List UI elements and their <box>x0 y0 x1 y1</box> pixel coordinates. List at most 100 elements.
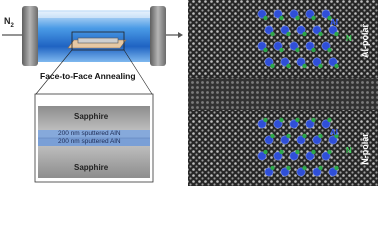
n-atom <box>311 149 316 155</box>
al-atom <box>321 151 331 161</box>
n-atom <box>334 63 339 69</box>
bottom-sapphire-layer <box>38 146 150 178</box>
n-atom <box>295 149 300 155</box>
n-atom <box>311 47 316 53</box>
n-atom <box>318 63 323 69</box>
n-atom <box>286 31 291 37</box>
al-atom <box>264 167 274 177</box>
al-atom <box>296 135 306 145</box>
n-atom <box>334 31 339 37</box>
n-atom <box>263 47 268 53</box>
al-polar-label: Al-polar <box>360 23 370 59</box>
n-atom <box>311 15 316 21</box>
al-atom <box>280 25 290 35</box>
furnace-tube <box>36 10 152 62</box>
al-atom <box>312 57 322 67</box>
al-atom <box>273 119 283 129</box>
al-atom <box>312 135 322 145</box>
top-n-atom-label: N <box>346 34 352 43</box>
left-flange <box>22 6 38 66</box>
n-atom <box>286 133 291 139</box>
al-atom <box>257 41 267 51</box>
al-atom <box>289 151 299 161</box>
al-atom <box>312 25 322 35</box>
al-atom <box>296 25 306 35</box>
n-atom <box>327 47 332 53</box>
al-atom <box>264 57 274 67</box>
n-atom <box>279 149 284 155</box>
al-atom <box>273 151 283 161</box>
n-polar-label-box: N-polar <box>358 118 372 180</box>
al-atom <box>312 167 322 177</box>
al-atom <box>321 119 331 129</box>
al-atom <box>305 151 315 161</box>
n-atom <box>334 165 339 171</box>
al-atom <box>289 119 299 129</box>
al-atom <box>289 41 299 51</box>
n-atom <box>302 63 307 69</box>
gas-label: N2 <box>4 16 14 29</box>
al-atom <box>289 9 299 19</box>
al-atom <box>280 135 290 145</box>
n-atom <box>279 117 284 123</box>
n-atom <box>270 63 275 69</box>
al-atom <box>280 57 290 67</box>
top-aln-label: 200 nm sputtered AlN <box>58 130 121 137</box>
al-atom <box>328 167 338 177</box>
al-atom <box>296 57 306 67</box>
top-al-atom-label: Al <box>330 18 338 27</box>
bottom-n-atom-label: N <box>346 146 352 155</box>
n-atom <box>318 31 323 37</box>
sample-stack <box>77 37 119 44</box>
bottom-aln-label: 200 nm sputtered AlN <box>58 138 121 145</box>
top-sapphire-layer <box>38 106 150 130</box>
n-atom <box>270 31 275 37</box>
al-atom <box>321 41 331 51</box>
al-atom <box>328 135 338 145</box>
right-flange <box>150 6 166 66</box>
n-atom <box>279 15 284 21</box>
n-atom <box>302 133 307 139</box>
al-atom <box>257 119 267 129</box>
n-atom <box>327 117 332 123</box>
al-atom <box>273 9 283 19</box>
n-atom <box>263 117 268 123</box>
n-polar-atom-overlay <box>257 117 339 177</box>
al-atom <box>280 167 290 177</box>
al-atom <box>257 9 267 19</box>
n-atom <box>286 63 291 69</box>
n-atom <box>295 117 300 123</box>
gas-outlet-arrowhead <box>178 32 183 38</box>
interface-region <box>188 78 378 110</box>
al-atom <box>257 151 267 161</box>
n-atom <box>270 133 275 139</box>
n-atom <box>318 133 323 139</box>
n-atom <box>263 149 268 155</box>
al-polar-atom-overlay <box>257 9 339 69</box>
al-atom <box>273 41 283 51</box>
al-atom <box>264 25 274 35</box>
n-atom <box>263 15 268 21</box>
al-atom <box>321 9 331 19</box>
al-atom <box>264 135 274 145</box>
figure-canvas <box>2 0 378 186</box>
figure: N2 Face-to-Face Annealing Sapphire 200 n… <box>2 0 378 186</box>
bottom-aln-layer <box>38 138 150 146</box>
top-sapphire-label: Sapphire <box>74 112 109 121</box>
process-label: Face-to-Face Annealing <box>40 71 136 81</box>
n-atom <box>327 15 332 21</box>
zoom-line-right <box>123 49 153 95</box>
al-atom <box>328 57 338 67</box>
al-atom <box>305 9 315 19</box>
n-atom <box>295 47 300 53</box>
al-atom <box>305 119 315 129</box>
n-atom <box>318 165 323 171</box>
al-atom <box>328 25 338 35</box>
n-atom <box>270 165 275 171</box>
al-atom <box>296 167 306 177</box>
zoom-line-left <box>35 49 73 95</box>
bottom-sapphire-label: Sapphire <box>74 163 109 172</box>
n-atom <box>302 31 307 37</box>
n-atom <box>311 117 316 123</box>
n-polar-label: N-polar <box>360 133 370 165</box>
